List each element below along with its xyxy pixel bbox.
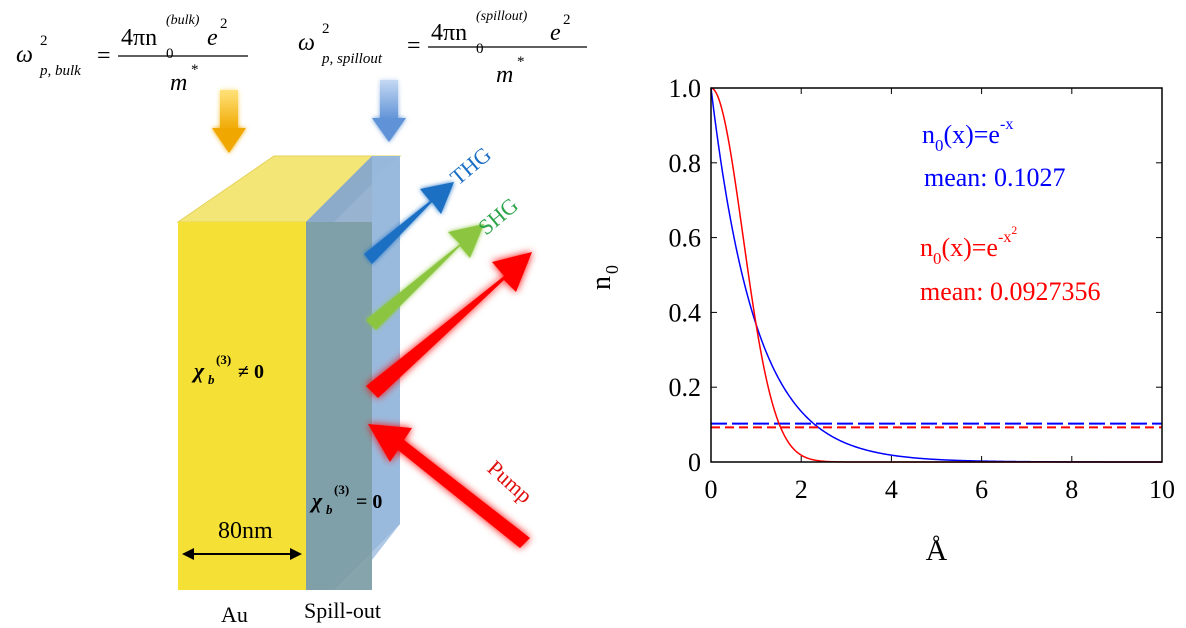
blue-formula-annotation: n0(x)=e-x — [922, 116, 1013, 155]
pump-label: Pump — [483, 455, 538, 508]
shg-label: SHG — [473, 192, 523, 240]
svg-text:e: e — [550, 20, 561, 46]
svg-text:e: e — [207, 25, 218, 51]
svg-text:≠ 0: ≠ 0 — [238, 361, 264, 383]
svg-text:m: m — [170, 70, 187, 96]
blue-mean-annotation: mean: 0.1027 — [924, 163, 1066, 192]
svg-text:2: 2 — [220, 16, 228, 32]
spillout-label: Spill-out — [304, 598, 381, 623]
svg-text:p, bulk: p, bulk — [39, 63, 81, 79]
svg-text:ω: ω — [298, 30, 315, 56]
svg-text:b: b — [208, 372, 215, 387]
svg-text:4πn: 4πn — [121, 25, 157, 51]
red-formula-annotation: n0(x)=e-x2 — [920, 224, 1017, 268]
plot-frame — [710, 87, 1163, 463]
pump-out-arrow — [366, 252, 532, 398]
svg-text:2: 2 — [563, 12, 571, 28]
x-tick-label: 2 — [795, 475, 808, 504]
x-tick-label: 8 — [1065, 475, 1078, 504]
y-tick-label: 1.0 — [669, 74, 702, 103]
svg-text:4πn: 4πn — [431, 20, 467, 46]
gold-slab — [176, 155, 402, 590]
spillout-layer-front — [306, 222, 372, 590]
svg-text:0: 0 — [166, 46, 174, 62]
svg-text:0: 0 — [476, 41, 484, 57]
chi-bulk-label: χ b (3) ≠ 0 — [191, 352, 264, 387]
svg-text:χ: χ — [309, 488, 323, 513]
y-axis-label-sub: 0 — [602, 265, 622, 274]
width-dimension: 80nm — [182, 518, 302, 560]
gold-slab-front — [178, 222, 306, 590]
y-axis-label: n — [586, 276, 617, 290]
svg-text:2: 2 — [322, 21, 330, 37]
thg-arrow — [364, 182, 454, 264]
spillout-plasma-formula: ω 2 p, spillout = 4πn 0 (spillout) e 2 m… — [298, 9, 587, 88]
y-tick-label: 0.8 — [669, 149, 702, 178]
svg-text:b: b — [326, 502, 333, 517]
width-label: 80nm — [218, 518, 273, 544]
density-chart: 0 2 4 6 8 10 0 0.2 0.4 0.6 0.8 1.0Ån 0 n0(x)=e-x mean:… — [586, 74, 1175, 567]
svg-text:*: * — [517, 54, 525, 70]
svg-text:(bulk): (bulk) — [166, 13, 200, 28]
x-tick-label: 0 — [705, 475, 718, 504]
svg-text:(3): (3) — [216, 352, 231, 367]
svg-text:p, spillout: p, spillout — [321, 51, 383, 67]
svg-text:m: m — [496, 62, 513, 88]
svg-text:=: = — [407, 33, 421, 59]
svg-text:= 0: = 0 — [356, 491, 382, 513]
y-tick-label: 0.6 — [669, 224, 702, 253]
red-mean-annotation: mean: 0.0927356 — [920, 277, 1101, 306]
spillout-down-arrow — [372, 80, 406, 142]
svg-text:*: * — [191, 62, 199, 78]
y-tick-label: 0.4 — [669, 298, 702, 327]
pump-in-arrow — [368, 424, 530, 548]
spillout-layer — [306, 156, 400, 590]
svg-text:(3): (3) — [334, 482, 349, 497]
au-label: Au — [221, 602, 248, 627]
shg-arrow — [366, 224, 484, 330]
svg-text:χ: χ — [191, 358, 205, 383]
x-tick-label: 4 — [885, 475, 898, 504]
y-tick-label: 0 — [688, 448, 701, 477]
svg-text:ω: ω — [16, 42, 33, 68]
y-tick-label: 0.2 — [669, 373, 702, 402]
bulk-down-arrow — [212, 90, 246, 153]
svg-text:2: 2 — [40, 33, 48, 49]
svg-text:=: = — [97, 43, 111, 69]
x-tick-label: 6 — [975, 475, 988, 504]
x-tick-label: 10 — [1149, 475, 1175, 504]
chi-spill-label: χ b (3) = 0 — [309, 482, 382, 517]
svg-text:(spillout): (spillout) — [476, 9, 528, 24]
x-axis-label: Å — [926, 534, 948, 567]
bulk-plasma-formula: ω 2 p, bulk = 4πn 0 (bulk) e 2 m * — [16, 13, 248, 96]
